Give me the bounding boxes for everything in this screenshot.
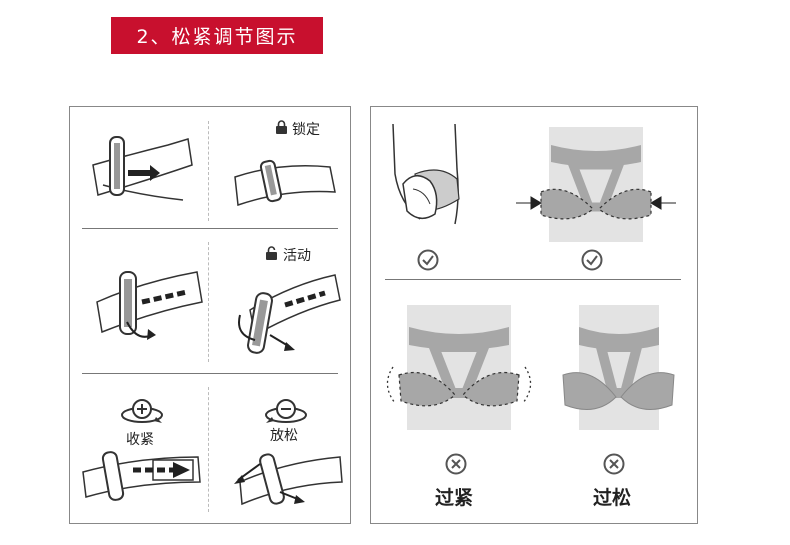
fit-check-panel: 过紧 过松 bbox=[370, 106, 698, 524]
divider bbox=[82, 373, 338, 374]
too-loose-label: 过松 bbox=[593, 487, 632, 509]
divider bbox=[82, 228, 338, 229]
buckle-tighten-illustration bbox=[82, 451, 201, 501]
check-ok-icon bbox=[417, 249, 439, 271]
dashed-divider bbox=[208, 387, 209, 512]
cross-wrong-icon bbox=[603, 453, 625, 475]
divider bbox=[385, 279, 681, 280]
buckle-active-loosening-illustration bbox=[238, 274, 341, 354]
harness-too-loose-illustration bbox=[562, 305, 675, 430]
active-label: 活动 bbox=[283, 248, 311, 264]
tighten-label: 收紧 bbox=[126, 432, 154, 448]
buckle-locked-threading-illustration bbox=[92, 136, 193, 201]
loosen-rotate-icon bbox=[265, 399, 307, 423]
too-tight-label: 过紧 bbox=[435, 487, 474, 509]
hand-fit-check-illustration bbox=[392, 123, 460, 225]
tighten-rotate-icon bbox=[121, 399, 163, 423]
title-banner: 2、松紧调节图示 bbox=[111, 17, 323, 54]
dashed-divider bbox=[208, 242, 209, 362]
lock-icon bbox=[275, 119, 288, 139]
cross-wrong-icon bbox=[445, 453, 467, 475]
unlock-icon bbox=[265, 245, 279, 265]
harness-too-tight-illustration bbox=[386, 305, 532, 430]
buckle-active-open-illustration bbox=[96, 271, 203, 340]
harness-correct-fit-illustration bbox=[516, 127, 676, 242]
buckle-locked-illustration bbox=[234, 159, 336, 207]
locked-label-group: 锁定 bbox=[275, 119, 320, 139]
loosen-label: 放松 bbox=[270, 428, 298, 444]
active-label-group: 活动 bbox=[265, 245, 311, 265]
check-ok-icon bbox=[581, 249, 603, 271]
dashed-divider bbox=[208, 121, 209, 221]
locked-label: 锁定 bbox=[292, 122, 320, 138]
buckle-loosen-illustration bbox=[234, 453, 343, 506]
buckle-adjustment-panel: 锁定 活动 收 bbox=[69, 106, 351, 524]
